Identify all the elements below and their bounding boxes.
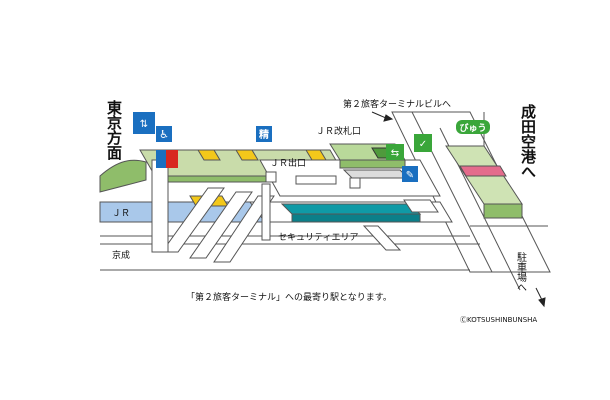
restroom-icon bbox=[156, 150, 178, 168]
jr-line-label: ＪＲ bbox=[112, 209, 130, 219]
narita-direction-label: 成田空港へ bbox=[519, 103, 537, 179]
terminal2-building-label: 第２旅客ターミナルビルへ bbox=[343, 98, 451, 110]
tourist-info-icon: ✓ bbox=[414, 134, 432, 152]
elevator-shaft bbox=[151, 159, 361, 253]
keisei-line-label: 京成 bbox=[112, 249, 130, 261]
svg-text:✎: ✎ bbox=[406, 170, 414, 181]
svg-text:⇅: ⇅ bbox=[140, 119, 148, 130]
security-area bbox=[280, 199, 439, 223]
wheelchair-icon: ♿ bbox=[156, 126, 172, 142]
direction-arrows bbox=[371, 111, 546, 308]
svg-text:✓: ✓ bbox=[419, 139, 427, 150]
parking-label: 駐車場へ bbox=[515, 251, 527, 292]
tokyo-direction-label: 東京方面 bbox=[105, 99, 123, 161]
copyright-label: ⒸKOTSUSHINBUNSHA bbox=[460, 316, 537, 324]
security-area-label: セキュリティエリア bbox=[278, 232, 358, 243]
elevator-icon: ⇅ bbox=[133, 112, 155, 134]
fare-adjustment-icon: 精 bbox=[256, 126, 272, 142]
view-plaza-sign: びゅう bbox=[456, 120, 490, 134]
ticket-counter-icon: ✎ bbox=[402, 166, 418, 182]
svg-text:♿: ♿ bbox=[159, 128, 169, 141]
concourse bbox=[329, 143, 410, 179]
ticket-gate-icon: ⇆ bbox=[386, 144, 404, 160]
svg-text:⇆: ⇆ bbox=[391, 148, 399, 159]
tourist-info-label: びゅう bbox=[459, 122, 486, 134]
nearest-station-note: 「第２旅客ターミナル」への最寄り駅となります。 bbox=[186, 291, 392, 303]
fare-adjustment-label: 精 bbox=[259, 128, 269, 141]
jr-exit-label: ＪＲ出口 bbox=[270, 157, 306, 169]
escalators bbox=[161, 187, 402, 263]
jr-ticket-gate-label: ＪＲ改札口 bbox=[316, 125, 361, 137]
